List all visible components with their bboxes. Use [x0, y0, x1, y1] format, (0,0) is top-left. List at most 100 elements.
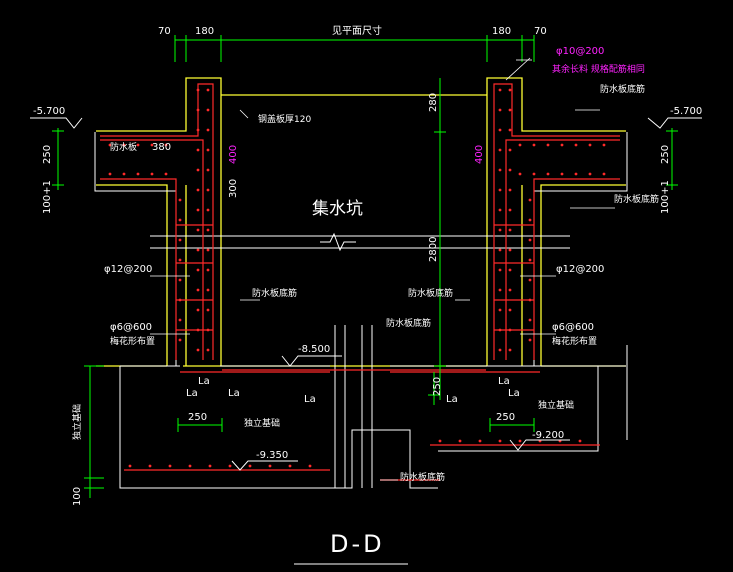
rebar-dot — [546, 172, 550, 176]
center-dim-280: 280 — [428, 93, 439, 112]
rebar-dot — [206, 248, 210, 252]
leader-lines — [150, 57, 615, 481]
rebar-note-text: 其余长料 规格配筋相同 — [552, 63, 645, 75]
rebar-dot — [574, 172, 578, 176]
right-dim-400: 400 — [474, 145, 485, 164]
elevation-bottom-right: -9.200 — [532, 430, 564, 441]
rebar-dot — [518, 439, 522, 443]
rebar-dot — [196, 108, 200, 112]
rebar-dot — [228, 464, 232, 468]
rebar-dot — [178, 198, 182, 202]
rebar-dot — [178, 338, 182, 342]
rebar-dot — [188, 464, 192, 468]
rebar-dot — [508, 208, 512, 212]
elevation-bottom-inner: -8.500 — [298, 344, 330, 355]
left-bar-v-note: 梅花形布置 — [110, 335, 155, 347]
rebar-dot — [528, 318, 532, 322]
center-dim-2800: 2800 — [428, 237, 439, 262]
rebar-dot — [206, 268, 210, 272]
rebar-dot — [498, 88, 502, 92]
rebar-dot — [206, 288, 210, 292]
rebar-dot — [206, 348, 210, 352]
center-la: La — [304, 394, 316, 405]
rebar — [100, 83, 620, 481]
bottom-waterproof: 防水板底筋 — [400, 471, 445, 483]
rebar-dot — [508, 288, 512, 292]
rebar-dot — [196, 328, 200, 332]
drawing-title: D-D — [330, 530, 385, 558]
rebar-dot — [196, 248, 200, 252]
dim-180-left: 180 — [195, 26, 214, 37]
rebar-dot — [508, 328, 512, 332]
left-dim-250: 250 — [42, 145, 53, 164]
rebar-dot — [178, 218, 182, 222]
rebar-dot — [508, 148, 512, 152]
rebar-dot — [268, 464, 272, 468]
rebar-dot — [498, 208, 502, 212]
elevation-bottom-left: -9.350 — [256, 450, 288, 461]
rebar-dot — [206, 108, 210, 112]
right-dim-250: 250 — [660, 145, 671, 164]
rebar-dot — [498, 168, 502, 172]
rebar-dot — [602, 143, 606, 147]
dim-70-left: 70 — [158, 26, 171, 37]
rebar-dot — [196, 148, 200, 152]
rebar-dot — [528, 298, 532, 302]
rebar-dot — [498, 128, 502, 132]
right-bar-v-note: 梅花形布置 — [552, 335, 597, 347]
rebar-dot — [588, 172, 592, 176]
right-la-1: La — [498, 376, 510, 387]
rebar-dot — [206, 328, 210, 332]
rebar-dot — [508, 168, 512, 172]
left-dim-400: 400 — [228, 145, 239, 164]
rebar-dot — [546, 143, 550, 147]
left-dim-250-bottom: 250 — [188, 412, 207, 423]
rebar-spec-note: φ10@200 — [556, 46, 604, 57]
rebar-dot — [498, 439, 502, 443]
dim-70-right: 70 — [534, 26, 547, 37]
elevation-markers — [30, 117, 702, 471]
rebar-dot — [178, 318, 182, 322]
rebar-dot — [498, 248, 502, 252]
rebar-dot — [438, 439, 442, 443]
rebar-dot — [508, 128, 512, 132]
left-la-3: La — [228, 388, 240, 399]
left-bar-h: φ12@200 — [104, 264, 152, 275]
right-foundation-label: 独立基础 — [538, 399, 574, 411]
left-la-1: La — [198, 376, 210, 387]
rebar-dot — [518, 143, 522, 147]
left-dim-100-1: 100+1 — [42, 180, 53, 214]
covering-slab-label: 钢盖板厚120 — [258, 113, 311, 125]
rebar-dot — [508, 228, 512, 232]
rebar-dot — [528, 278, 532, 282]
rebar-dot — [498, 148, 502, 152]
center-waterproof-c: 防水板底筋 — [386, 317, 431, 329]
rebar-dot — [164, 172, 168, 176]
rebar-dot — [196, 128, 200, 132]
rebar-dot — [528, 238, 532, 242]
rebar-dot — [508, 248, 512, 252]
rebar-dot — [574, 143, 578, 147]
rebar-dot — [560, 143, 564, 147]
left-foundation-label: 独立基础 — [244, 417, 280, 429]
rebar-dot — [498, 308, 502, 312]
left-la-2: La — [186, 388, 198, 399]
rebar-dot — [206, 88, 210, 92]
rebar-dot — [308, 464, 312, 468]
rebar-dot — [458, 439, 462, 443]
rebar-dot — [196, 288, 200, 292]
left-dim-100: 100 — [72, 487, 83, 506]
right-bar-h: φ12@200 — [556, 264, 604, 275]
rebar-dot — [148, 464, 152, 468]
rebar-dot — [196, 168, 200, 172]
rebar-dot — [164, 143, 168, 147]
right-dim-250-bottom: 250 — [496, 412, 515, 423]
rebar-dot — [196, 188, 200, 192]
rebar-dot — [498, 348, 502, 352]
rebar-dot — [128, 464, 132, 468]
rebar-dot — [196, 208, 200, 212]
rebar-dot — [508, 188, 512, 192]
right-la-3: La — [508, 388, 520, 399]
left-waterproof-label: 防水板 — [110, 141, 137, 153]
